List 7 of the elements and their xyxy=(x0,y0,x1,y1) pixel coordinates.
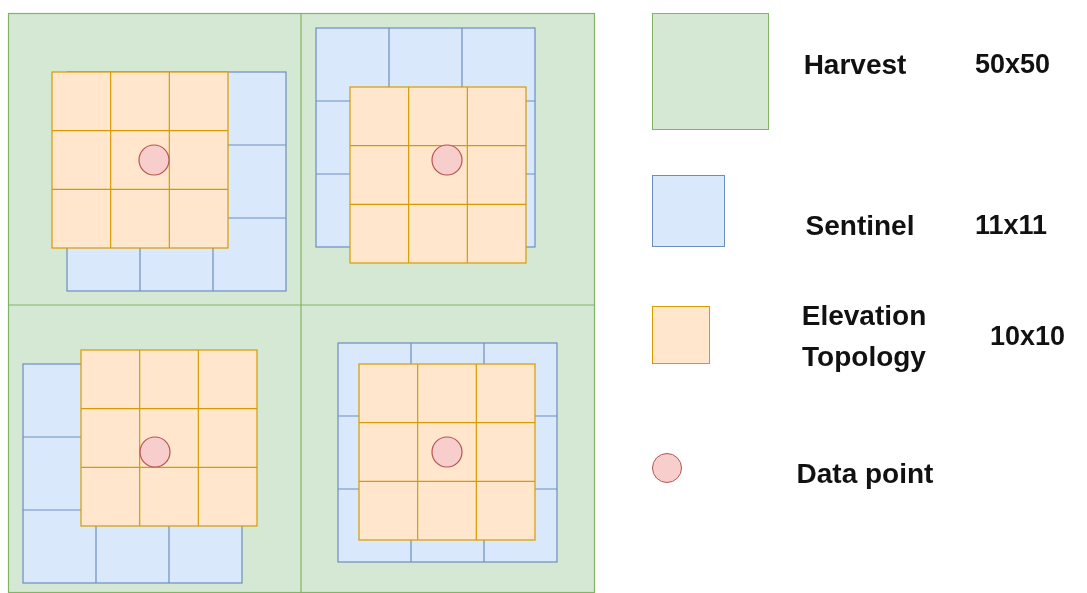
size-label: 50x50 xyxy=(975,48,1051,80)
size-label: 10x10 xyxy=(990,320,1066,352)
size-label: 11x11 xyxy=(975,209,1048,241)
legend-text: Elevation Topology xyxy=(800,299,928,374)
legend-text: Data point xyxy=(795,456,935,491)
legend-text: Sentinel xyxy=(804,208,916,243)
legend-text: Harvest xyxy=(802,47,908,82)
